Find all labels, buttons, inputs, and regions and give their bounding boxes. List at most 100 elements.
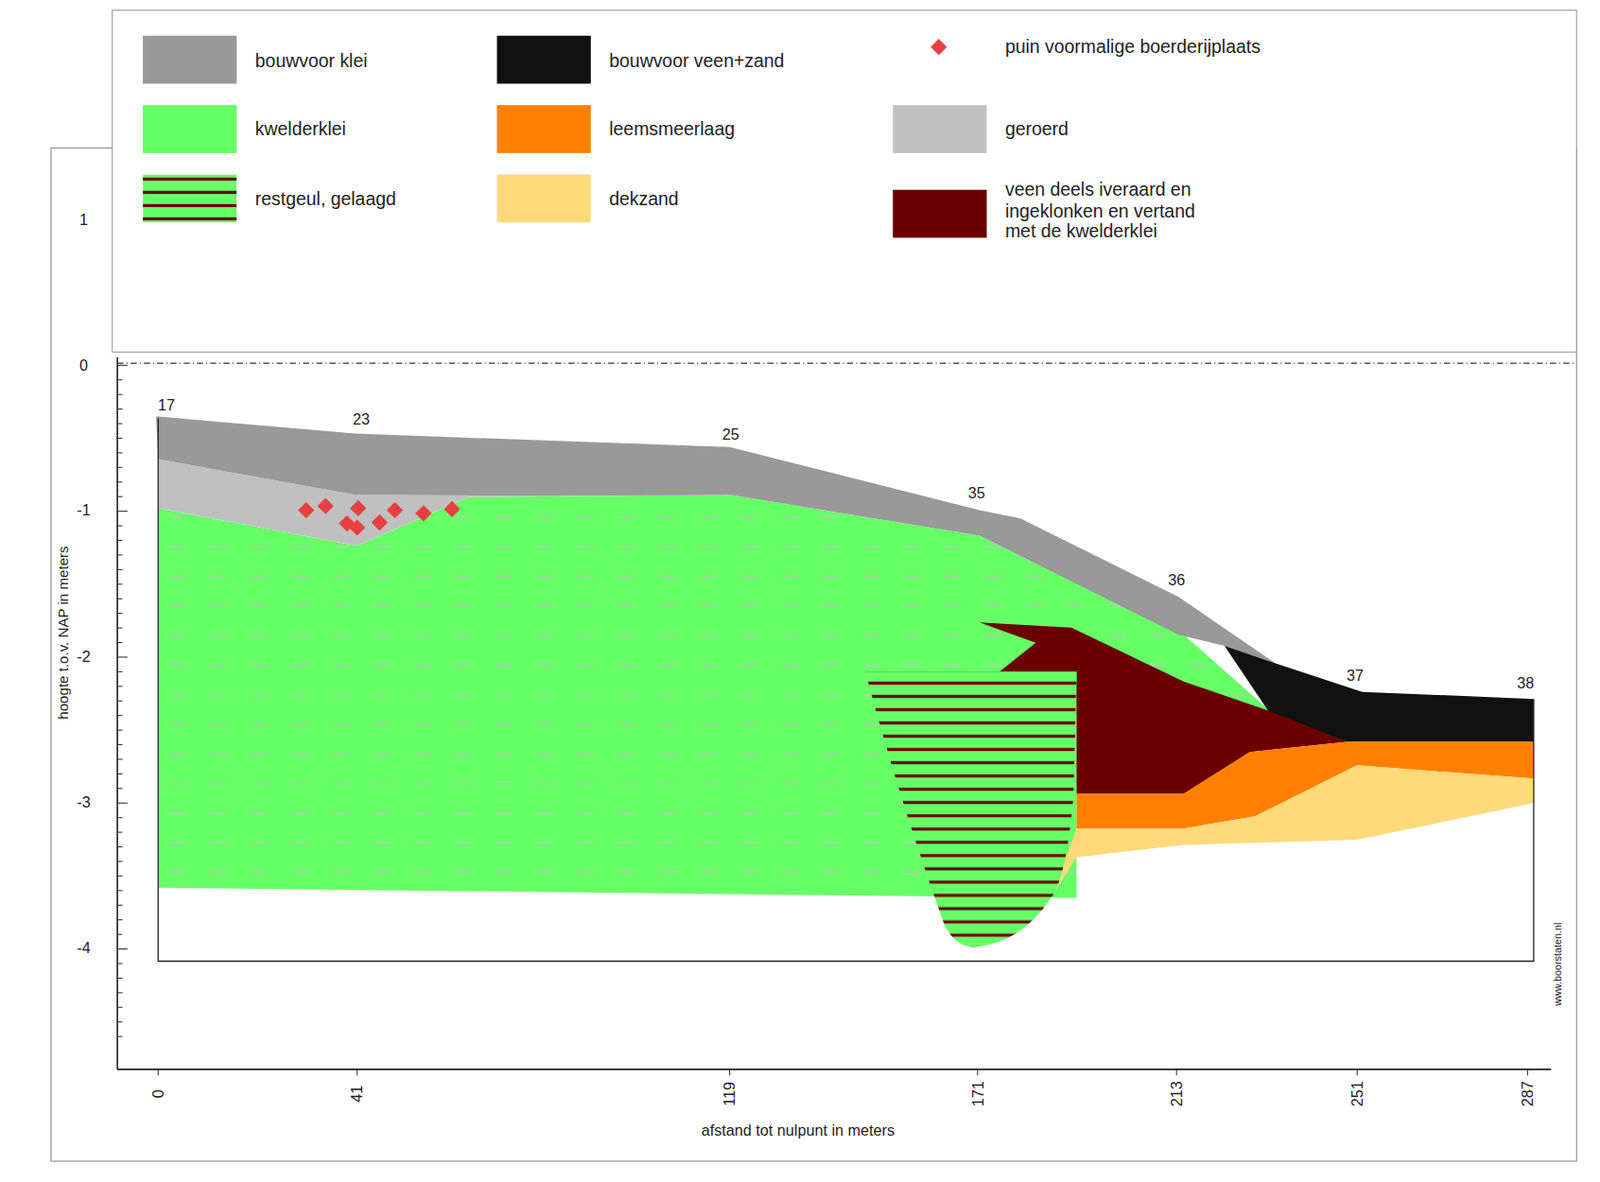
watermark: www.boorstaten.nl <box>1552 922 1565 1007</box>
legend-text: geroerd <box>1005 119 1069 140</box>
boring-number: 25 <box>722 425 740 444</box>
axis-tick-label: -4 <box>76 939 90 957</box>
axis-tick-label: -1 <box>76 501 90 520</box>
axis-tick-label: -3 <box>76 793 90 812</box>
axis-tick-label: 213 <box>1167 1080 1186 1107</box>
section-frame <box>157 417 1534 961</box>
axis-title: hoogte t.o.v. NAP in meters <box>54 545 71 719</box>
y-tick <box>117 612 122 614</box>
y-tick <box>117 991 122 993</box>
y-tick <box>117 889 122 891</box>
axis-tick-label: 1 <box>79 210 88 229</box>
x-axis <box>117 1068 1551 1071</box>
x-tick <box>729 1069 731 1076</box>
y-tick <box>117 773 122 775</box>
y-tick <box>117 583 122 585</box>
legend-text: dekzand <box>608 188 679 209</box>
y-tick <box>117 554 122 556</box>
y-tick <box>117 846 122 848</box>
y-tick <box>117 962 122 964</box>
x-tick <box>976 1069 978 1076</box>
y-tick <box>117 758 122 760</box>
boring-number: 36 <box>1167 571 1185 590</box>
y-tick <box>117 787 122 789</box>
y-tick <box>117 642 122 644</box>
y-tick <box>117 481 122 483</box>
y-tick <box>117 365 128 366</box>
legend-text: bouwvoor veen+zand <box>608 51 784 72</box>
legend-text: leemsmeerlaag <box>608 119 735 140</box>
legend-box <box>112 10 1578 352</box>
legend-text: kwelderklei <box>255 119 347 140</box>
y-tick <box>117 1036 122 1038</box>
y-tick <box>117 423 122 425</box>
x-tick <box>157 1069 159 1076</box>
y-tick <box>117 714 122 716</box>
y-tick <box>117 934 122 936</box>
y-tick <box>117 467 122 469</box>
axis-tick-label: 0 <box>149 1089 168 1098</box>
y-tick <box>117 744 122 746</box>
nap-zero-line <box>117 363 1577 365</box>
y-tick <box>117 510 128 512</box>
y-tick <box>117 656 128 658</box>
y-axis <box>116 357 119 1070</box>
legend-text: bouwvoor klei <box>255 51 368 72</box>
y-tick <box>117 700 122 702</box>
axis-tick-label: 119 <box>720 1081 739 1107</box>
axis-tick-label: 0 <box>79 356 88 375</box>
rubble-marks <box>297 498 461 537</box>
legend-swatch <box>497 104 592 154</box>
boring-number: 37 <box>1346 666 1364 685</box>
boring-number: 35 <box>968 484 986 503</box>
legend-pattern-swatch <box>142 174 237 224</box>
y-tick <box>117 496 122 498</box>
y-tick <box>117 919 122 921</box>
boring-number: 38 <box>1516 674 1534 693</box>
boring-number: 23 <box>352 410 370 429</box>
legend-swatch <box>497 35 592 85</box>
restgeul-layer <box>865 671 1077 947</box>
y-tick <box>117 875 122 877</box>
y-tick <box>117 569 122 571</box>
y-tick <box>117 977 122 979</box>
y-tick <box>117 539 122 541</box>
y-tick <box>117 408 122 410</box>
y-tick <box>117 379 122 381</box>
y-tick <box>117 730 122 731</box>
y-tick <box>117 860 122 862</box>
legend-text: veen deels iveraard en ingeklonken en ve… <box>1005 179 1225 244</box>
y-tick <box>117 1021 122 1023</box>
y-tick <box>117 832 122 834</box>
y-tick <box>117 1007 122 1009</box>
y-tick <box>117 598 122 600</box>
y-tick <box>117 525 122 527</box>
x-tick <box>1356 1069 1358 1076</box>
legend-text: puin voormalige boerderijplaats <box>1005 35 1261 57</box>
y-tick <box>117 394 122 396</box>
legend-swatch <box>497 174 592 224</box>
y-tick <box>117 802 128 804</box>
y-tick <box>117 904 122 906</box>
x-tick <box>1527 1069 1529 1076</box>
legend-swatch <box>142 104 237 154</box>
bouwvoor-klei-layer <box>156 416 1276 663</box>
boring-number: 17 <box>157 396 175 415</box>
axis-tick-label: 287 <box>1518 1080 1537 1107</box>
x-tick <box>1176 1069 1178 1076</box>
y-tick <box>117 948 128 950</box>
axis-tick-label: 171 <box>968 1080 987 1107</box>
legend-swatch <box>892 104 987 154</box>
legend-diamond-swatch <box>928 36 950 58</box>
y-tick <box>117 627 122 629</box>
legend-swatch <box>142 35 237 85</box>
y-tick <box>117 817 122 818</box>
y-tick <box>117 452 122 453</box>
axis-tick-label: 251 <box>1348 1080 1367 1107</box>
axis-title: afstand tot nulpunt in meters <box>701 1121 895 1140</box>
y-tick <box>117 685 122 687</box>
axis-tick-label: 41 <box>347 1085 366 1103</box>
y-tick <box>117 671 122 673</box>
